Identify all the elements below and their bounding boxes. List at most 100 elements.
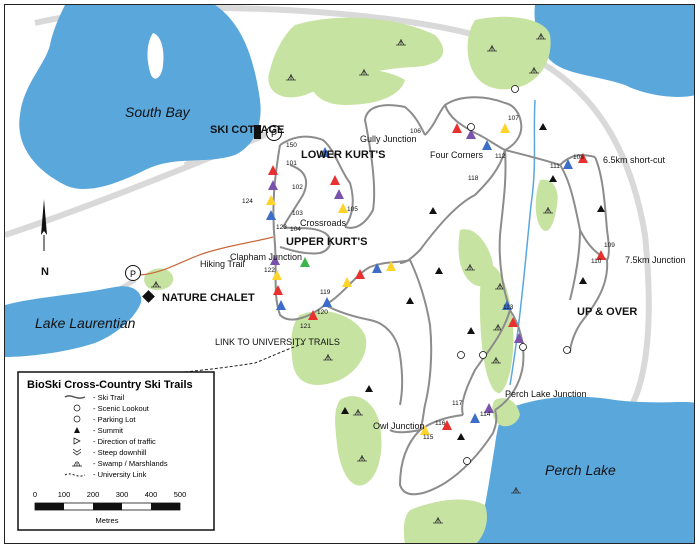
forest-south-center	[291, 311, 367, 385]
legend-steep-icon	[72, 448, 82, 456]
junction-113: 113	[503, 304, 514, 311]
direction-markers	[266, 123, 606, 435]
scenic-lookouts	[457, 85, 571, 465]
legend-item-swamp: - Swamp / Marshlands	[93, 459, 168, 468]
label-lower-kurts: LOWER KURT'S	[301, 149, 386, 161]
junction-119: 119	[320, 289, 331, 296]
legend-item-lookout: - Scenic Lookout	[93, 404, 150, 413]
legend-swamp-icon	[72, 461, 82, 467]
label-four-corners: Four Corners	[430, 150, 484, 160]
scale-unit: Metres	[96, 516, 119, 525]
lake-laurentian	[5, 286, 142, 357]
parking-label: P	[271, 129, 277, 139]
junction-106: 106	[410, 128, 421, 135]
scale-tick-300: 300	[116, 490, 129, 499]
junction-121: 121	[300, 323, 311, 330]
map-frame: P P N South Bay SKI COTTAGE LOWER KURT'S…	[4, 4, 695, 544]
scale-tick-400: 400	[145, 490, 158, 499]
junction-115: 115	[423, 434, 434, 441]
north-label: N	[41, 266, 49, 278]
junction-120: 120	[317, 309, 328, 316]
upper-right-lake	[534, 5, 694, 97]
university-link	[174, 342, 306, 374]
label-up-over: UP & OVER	[577, 306, 637, 318]
trail-map: P P N South Bay SKI COTTAGE LOWER KURT'S…	[5, 5, 694, 543]
label-perch-lake-junction: Perch Lake Junction	[505, 389, 587, 399]
junction-116: 116	[435, 420, 446, 427]
scale-tick-0: 0	[33, 490, 37, 499]
label-perch-lake: Perch Lake	[545, 462, 616, 478]
label-ski-cottage: SKI COTTAGE	[210, 124, 284, 136]
label-south-bay: South Bay	[125, 104, 191, 120]
legend-link-icon	[64, 473, 86, 477]
junction-102: 102	[292, 184, 303, 191]
ski-cottage-building	[254, 125, 261, 139]
south-bay-lake	[19, 5, 261, 190]
junction-114: 114	[480, 411, 491, 418]
legend-title: BioSki Cross-Country Ski Trails	[27, 379, 193, 391]
legend-item-parking: - Parking Lot	[93, 415, 136, 424]
hiking-trail-link	[139, 236, 274, 276]
junction-118: 118	[468, 175, 479, 182]
junction-107: 107	[508, 115, 519, 122]
junction-123: 123	[276, 224, 287, 231]
forest-east-long	[479, 264, 514, 394]
legend: BioSki Cross-Country Ski Trails - Ski Tr…	[17, 371, 215, 531]
perch-lake	[475, 396, 694, 543]
junction-105: 105	[347, 206, 358, 213]
forest-southwest	[335, 396, 382, 486]
legend-lookout-icon	[73, 404, 81, 412]
parking-icon-chalet: P	[125, 265, 141, 281]
forest-perch-edge	[492, 398, 520, 427]
scale-tick-100: 100	[58, 490, 71, 499]
north-arrow: N	[41, 199, 49, 278]
label-clapham-junction: Clapham Junction	[230, 252, 302, 262]
label-lake-laurentian: Lake Laurentian	[35, 315, 136, 331]
label-nature-chalet: NATURE CHALET	[162, 292, 255, 304]
creek	[509, 99, 536, 386]
junction-104: 104	[290, 226, 301, 233]
south-bay-island	[147, 33, 164, 79]
legend-item-summit: - Summit	[93, 426, 124, 435]
legend-summit-icon	[74, 427, 80, 433]
scale-tick-200: 200	[87, 490, 100, 499]
junction-103: 103	[292, 210, 303, 217]
parking-icon-ski-cottage: P	[266, 125, 282, 141]
label-junction-75: 7.5km Junction	[625, 255, 686, 265]
junction-110: 110	[591, 258, 602, 265]
legend-item-link: - University Link	[93, 470, 147, 479]
junction-111: 111	[550, 163, 560, 170]
scale-bar: 0 100 200 300 400 500 Metres	[33, 490, 186, 525]
scale-tick-500: 500	[174, 490, 187, 499]
junction-150: 150	[286, 142, 297, 149]
junction-124: 124	[242, 198, 253, 205]
junction-112: 112	[495, 153, 506, 160]
junction-108: 108	[573, 154, 584, 161]
ski-trails	[272, 96, 610, 496]
label-upper-kurts: UPPER KURT'S	[286, 236, 367, 248]
junction-101: 101	[286, 160, 297, 167]
legend-parking-icon	[73, 415, 81, 423]
legend-trail-icon	[64, 395, 86, 399]
legend-item-steep: - Steep downhill	[93, 448, 147, 457]
legend-direction-icon	[73, 437, 81, 445]
junction-numbers: 150 101 102 103 104 105 106 107 108 109 …	[242, 115, 615, 441]
road-north-arc	[34, 5, 652, 428]
forest-east-strip	[535, 179, 558, 231]
legend-item-trail: - Ski Trail	[93, 393, 125, 402]
forest-north-2	[309, 67, 405, 105]
marsh-symbols	[151, 33, 553, 524]
junction-109: 109	[604, 242, 615, 249]
label-hiking-trail: Hiking Trail	[200, 259, 245, 269]
parking-label: P	[130, 269, 136, 279]
label-crossroads: Crossroads	[300, 218, 347, 228]
label-gully-junction: Gully Junction	[360, 134, 417, 144]
forest-south-lake	[403, 499, 487, 543]
label-university-link: LINK TO UNIVERSITY TRAILS	[215, 337, 340, 347]
legend-item-direction: - Direction of traffic	[93, 437, 156, 446]
junction-122: 122	[264, 267, 275, 274]
label-owl-junction: Owl Junction	[373, 421, 425, 431]
label-short-cut: 6.5km short-cut	[603, 155, 666, 165]
nature-chalet-building	[142, 290, 155, 303]
forest-northeast	[467, 16, 551, 90]
